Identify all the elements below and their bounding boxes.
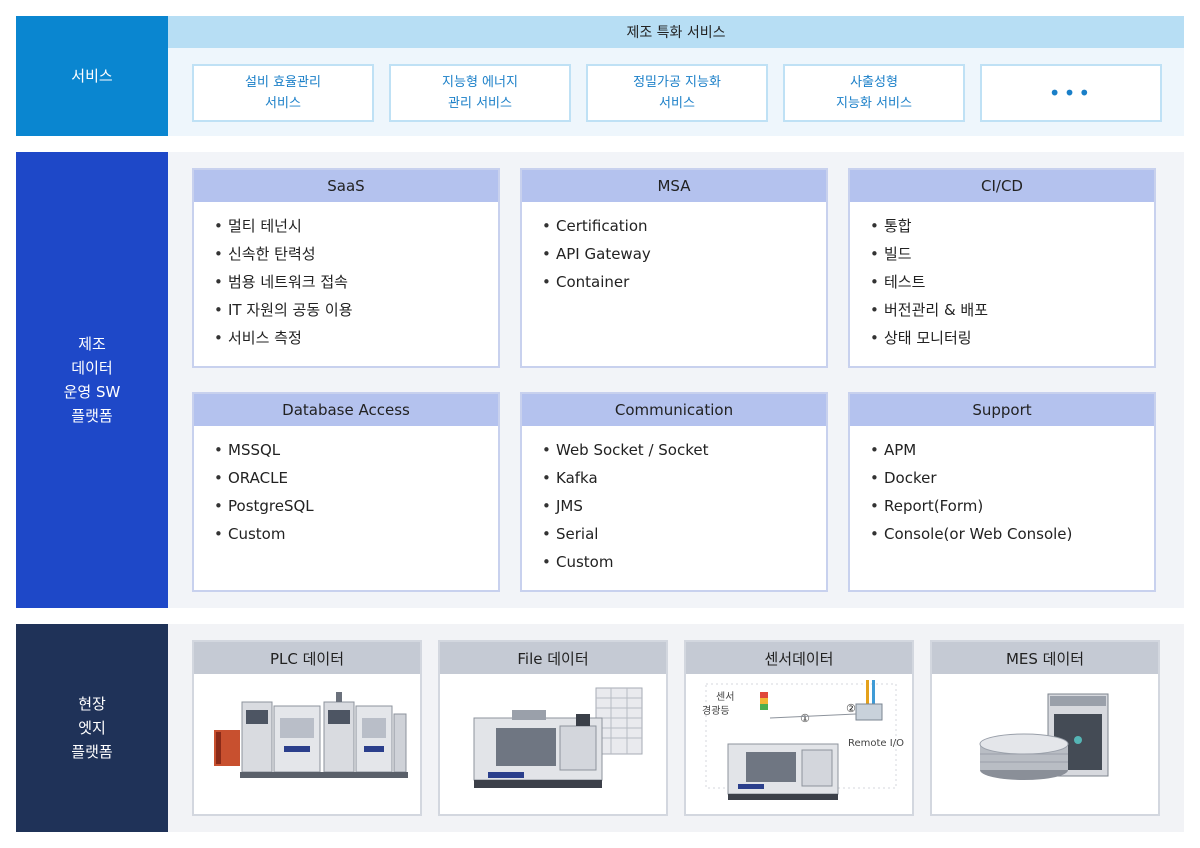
card-database-access: Database Access MSSQL ORACLE PostgreSQL … bbox=[192, 392, 500, 592]
list-item: PostgreSQL bbox=[214, 492, 498, 520]
database-server-image bbox=[932, 674, 1158, 814]
list-item: API Gateway bbox=[542, 240, 826, 268]
card-communication: Communication Web Socket / Socket Kafka … bbox=[520, 392, 828, 592]
service-more: ••• bbox=[980, 64, 1162, 122]
list-item: IT 자원의 공동 이용 bbox=[214, 296, 498, 324]
sensor-diagram-image: 센서 경광등 ① ② Remote I/O bbox=[686, 674, 912, 814]
list-item: 통합 bbox=[870, 212, 1154, 240]
list-item: Console(or Web Console) bbox=[870, 520, 1154, 548]
edge-box-sensor: 센서데이터 센서 경광등 ① ② Remote I/O bbox=[684, 640, 914, 816]
service-item: 지능형 에너지 관리 서비스 bbox=[389, 64, 571, 122]
list-item: APM bbox=[870, 436, 1154, 464]
card-cicd: CI/CD 통합 빌드 테스트 버전관리 & 배포 상태 모니터링 bbox=[848, 168, 1156, 368]
more-dots-icon: ••• bbox=[1048, 80, 1094, 105]
list-item: Report(Form) bbox=[870, 492, 1154, 520]
card-title: Support bbox=[850, 394, 1154, 426]
plc-machines-image bbox=[194, 674, 420, 814]
lamp-label: 경광등 bbox=[702, 704, 730, 717]
edge-title: MES 데이터 bbox=[932, 642, 1158, 674]
list-item: ORACLE bbox=[214, 464, 498, 492]
card-msa: MSA Certification API Gateway Container bbox=[520, 168, 828, 368]
platform-layer-label: 제조 데이터 운영 SW 플랫폼 bbox=[16, 152, 168, 608]
step-1-label: ① bbox=[800, 712, 810, 725]
list-item: 테스트 bbox=[870, 268, 1154, 296]
list-item: Certification bbox=[542, 212, 826, 240]
edge-box-mes: MES 데이터 bbox=[930, 640, 1160, 816]
list-item: 범용 네트워크 접속 bbox=[214, 268, 498, 296]
service-layer: 제조 특화 서비스 설비 효율관리 서비스 지능형 에너지 관리 서비스 정밀가… bbox=[168, 16, 1184, 136]
list-item: 신속한 탄력성 bbox=[214, 240, 498, 268]
list-item: MSSQL bbox=[214, 436, 498, 464]
list-item: 상태 모니터링 bbox=[870, 324, 1154, 352]
list-item: Container bbox=[542, 268, 826, 296]
card-title: Database Access bbox=[194, 394, 498, 426]
sensor-label: 센서 bbox=[716, 691, 734, 703]
list-item: Web Socket / Socket bbox=[542, 436, 826, 464]
card-saas: SaaS 멀티 테넌시 신속한 탄력성 범용 네트워크 접속 IT 자원의 공동… bbox=[192, 168, 500, 368]
list-item: 버전관리 & 배포 bbox=[870, 296, 1154, 324]
list-item: Kafka bbox=[542, 464, 826, 492]
edge-layer-label: 현장 엣지 플랫폼 bbox=[16, 624, 168, 832]
edge-title: 센서데이터 bbox=[686, 642, 912, 674]
service-item: 정밀가공 지능화 서비스 bbox=[586, 64, 768, 122]
list-item: JMS bbox=[542, 492, 826, 520]
list-item: Custom bbox=[214, 520, 498, 548]
edge-layer: PLC 데이터 File 데이터 bbox=[168, 624, 1184, 832]
list-item: 서비스 측정 bbox=[214, 324, 498, 352]
edge-box-file: File 데이터 bbox=[438, 640, 668, 816]
card-title: MSA bbox=[522, 170, 826, 202]
list-item: Docker bbox=[870, 464, 1154, 492]
edge-title: PLC 데이터 bbox=[194, 642, 420, 674]
cnc-machine-file-image bbox=[440, 674, 666, 814]
list-item: Serial bbox=[542, 520, 826, 548]
remote-io-label: Remote I/O bbox=[848, 738, 904, 749]
list-item: Custom bbox=[542, 548, 826, 576]
service-item: 사출성형 지능화 서비스 bbox=[783, 64, 965, 122]
card-title: Communication bbox=[522, 394, 826, 426]
platform-layer: SaaS 멀티 테넌시 신속한 탄력성 범용 네트워크 접속 IT 자원의 공동… bbox=[168, 152, 1184, 608]
list-item: 멀티 테넌시 bbox=[214, 212, 498, 240]
card-title: SaaS bbox=[194, 170, 498, 202]
edge-title: File 데이터 bbox=[440, 642, 666, 674]
edge-box-plc: PLC 데이터 bbox=[192, 640, 422, 816]
card-support: Support APM Docker Report(Form) Console(… bbox=[848, 392, 1156, 592]
card-title: CI/CD bbox=[850, 170, 1154, 202]
service-item: 설비 효율관리 서비스 bbox=[192, 64, 374, 122]
service-header: 제조 특화 서비스 bbox=[168, 16, 1184, 48]
service-layer-label: 서비스 bbox=[16, 16, 168, 136]
list-item: 빌드 bbox=[870, 240, 1154, 268]
step-2-label: ② bbox=[846, 702, 856, 715]
